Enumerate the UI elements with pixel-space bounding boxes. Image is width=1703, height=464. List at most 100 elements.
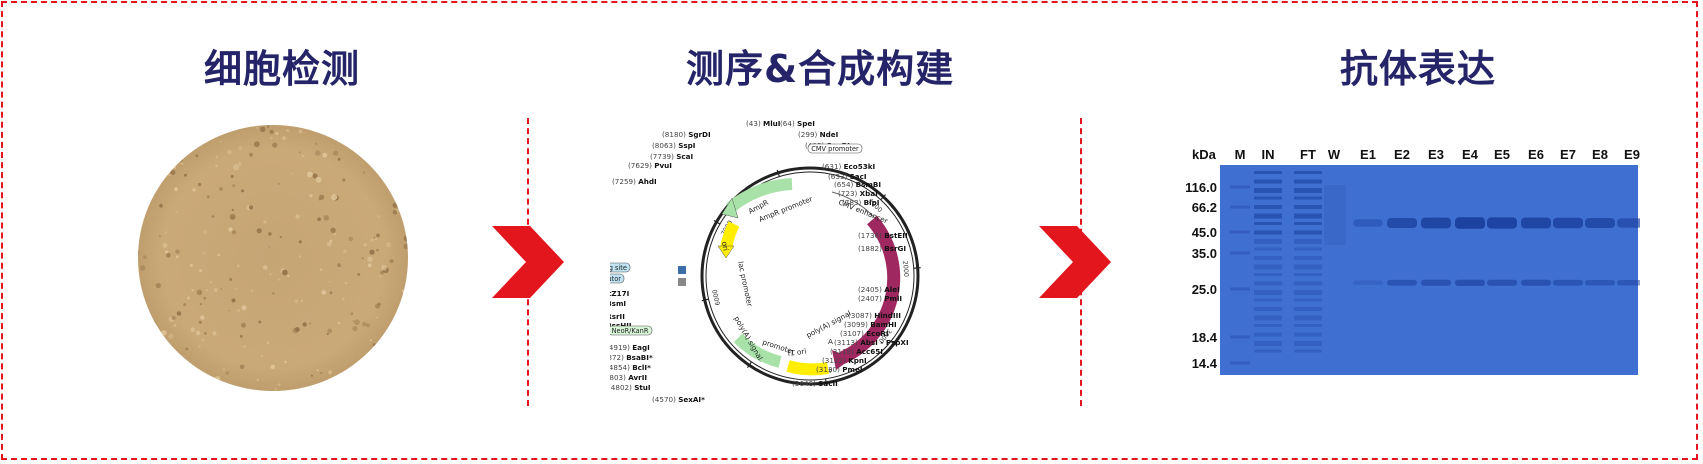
restriction-site-label: (2407) PmlI xyxy=(858,294,902,303)
cell-speck xyxy=(319,268,323,271)
cell-speck xyxy=(230,175,234,178)
cell-speck xyxy=(156,137,163,143)
smear-band xyxy=(1254,281,1282,286)
cell-speck xyxy=(228,227,233,232)
restriction-site-label: (783) BlpI xyxy=(842,198,880,207)
site-name: EagI xyxy=(632,343,650,352)
cell-speck xyxy=(344,281,347,285)
restriction-site-label: (3113) AbsI - PspXI xyxy=(834,338,909,347)
cell-speck xyxy=(138,250,140,255)
feature-label-migg: mIgG xyxy=(861,258,874,279)
site-name: KpnI xyxy=(848,356,867,365)
cell-speck xyxy=(295,327,300,332)
cell-speck xyxy=(198,269,202,273)
cell-speck xyxy=(197,182,202,187)
cell-speck xyxy=(215,156,218,159)
ampr-arrow xyxy=(726,178,793,213)
site-position: (8180) xyxy=(662,130,688,139)
site-position: (3122) xyxy=(822,356,848,365)
light-chain-band xyxy=(1487,279,1517,286)
cell-speck xyxy=(347,369,350,372)
cell-speck xyxy=(248,205,254,210)
smear-band xyxy=(1254,332,1282,337)
restriction-site-label: (3130) PmeI xyxy=(816,365,863,374)
cell-speck xyxy=(176,211,178,214)
cell-speck xyxy=(196,289,203,296)
plasmid-backbone-inner xyxy=(705,171,915,381)
cell-speck xyxy=(345,381,350,386)
smear-band xyxy=(1294,341,1322,346)
cell-speck xyxy=(204,332,207,335)
smear-band xyxy=(1254,315,1282,321)
cell-speck xyxy=(159,204,163,208)
cell-speck xyxy=(311,374,313,377)
cell-speck xyxy=(238,162,242,166)
cell-speck xyxy=(357,273,361,276)
cell-speck xyxy=(222,368,226,371)
wash-lane-smear xyxy=(1324,185,1346,245)
cell-speck xyxy=(174,187,178,191)
site-position: (43) xyxy=(746,119,763,128)
smear-band xyxy=(1294,188,1322,193)
cell-speck xyxy=(309,322,312,325)
cell-speck xyxy=(348,236,354,242)
site-position: (1736) xyxy=(858,231,884,240)
restriction-site-label: (4854) BclI* xyxy=(610,363,651,372)
cell-speck xyxy=(206,195,210,199)
cell-speck xyxy=(282,269,288,276)
lane-label: E3 xyxy=(1428,147,1444,162)
cell-speck xyxy=(219,140,222,143)
site-name: Eco53kI xyxy=(844,162,876,171)
site-name: AhdI xyxy=(638,177,657,186)
cell-speck xyxy=(376,233,380,238)
cell-speck xyxy=(284,360,287,364)
restriction-site-label: (2405) AleI xyxy=(858,285,900,294)
site-position: (7629) xyxy=(628,161,654,170)
cell-speck xyxy=(269,273,272,276)
smear-band xyxy=(1254,273,1282,276)
cell-speck xyxy=(170,153,177,159)
smear-band xyxy=(1294,196,1322,200)
cell-speck xyxy=(199,303,202,306)
cell-speck xyxy=(198,320,202,324)
site-position: (723) xyxy=(838,189,860,198)
site-position: (4803) xyxy=(610,373,628,382)
cell-speck xyxy=(301,154,305,158)
cell-speck xyxy=(195,154,199,158)
light-chain-band xyxy=(1585,280,1615,286)
cell-speck xyxy=(155,283,161,289)
cell-speck xyxy=(270,364,275,370)
cell-speck xyxy=(329,239,333,243)
cell-speck xyxy=(161,330,167,336)
lane-label: W xyxy=(1328,147,1341,162)
cell-speck xyxy=(337,263,342,268)
cell-speck xyxy=(142,181,149,187)
cell-speck xyxy=(298,240,302,244)
restriction-site-label: (8180) SgrDI xyxy=(662,130,711,139)
cell-speck xyxy=(175,383,178,386)
cell-speck xyxy=(241,305,247,311)
cell-speck xyxy=(261,355,264,357)
cell-speck xyxy=(278,278,281,281)
site-name: AvrII xyxy=(628,373,647,382)
cell-speck xyxy=(381,265,387,271)
cell-speck xyxy=(386,167,389,171)
cell-speck xyxy=(213,288,218,292)
cell-speck xyxy=(236,308,241,313)
cell-speck xyxy=(205,288,208,292)
marker-size-label: 45.0 xyxy=(1192,225,1217,240)
restriction-site-label: (4872) BsaBI* xyxy=(610,353,653,362)
smear-band xyxy=(1294,281,1322,286)
cell-speck xyxy=(256,126,259,129)
cell-speck xyxy=(387,130,393,136)
light-chain-band xyxy=(1553,279,1583,286)
smear-band xyxy=(1254,222,1282,225)
smear-band xyxy=(1294,222,1322,225)
site-position: (4570) xyxy=(652,395,678,404)
cell-speck xyxy=(240,334,243,338)
lane-label: E8 xyxy=(1592,147,1608,162)
cell-speck xyxy=(282,136,286,140)
cell-speck xyxy=(270,136,273,140)
cell-speck xyxy=(372,343,376,347)
